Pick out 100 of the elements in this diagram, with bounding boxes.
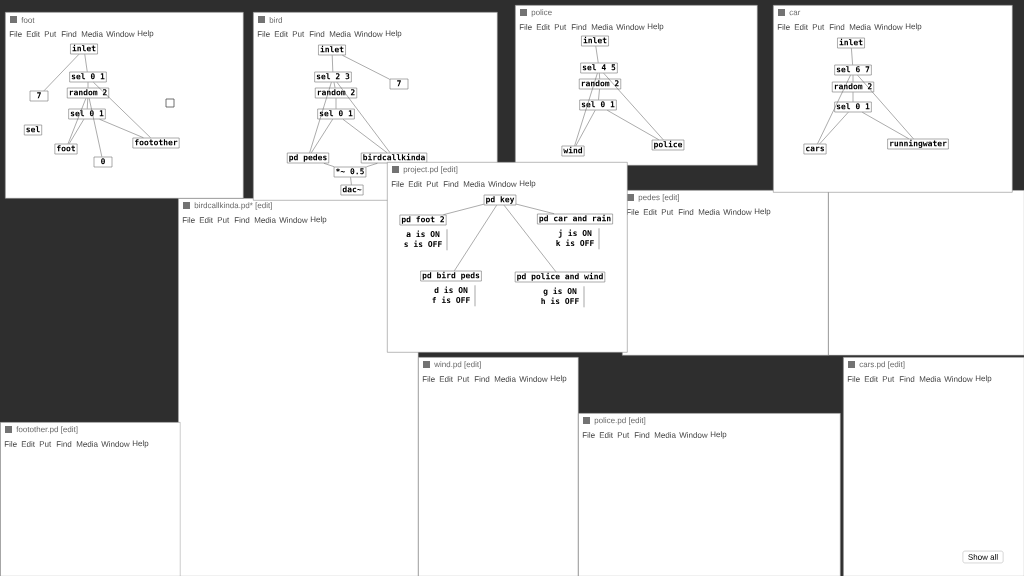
object-box: sel 0 1 [579, 99, 617, 111]
number-box: 7 [29, 90, 49, 102]
menu-item: Window [944, 376, 973, 382]
menu-item: Edit [274, 31, 288, 37]
menu-item: Media [591, 24, 613, 30]
patch-cord [598, 89, 600, 100]
menu-item: File [182, 217, 195, 223]
patch-cord [331, 55, 334, 72]
patch-cord [335, 98, 337, 109]
menu-item: Help [647, 23, 664, 31]
patch-cord [99, 119, 144, 138]
menu-item: Put [457, 376, 470, 382]
number-box: 0 [93, 156, 113, 168]
object-box: footother [132, 137, 180, 149]
menu-item: Edit [21, 441, 35, 447]
menu-item: Window [519, 376, 548, 382]
menu-item: Put [39, 441, 52, 447]
patch-cord [336, 82, 391, 153]
menu-item: Put [292, 31, 305, 37]
menu-item: Help [975, 375, 992, 383]
menu-item: Edit [199, 217, 213, 223]
menu-item: Put [661, 209, 674, 215]
patch-cord [862, 112, 909, 139]
menu-item: Window [101, 441, 130, 447]
menu-item: Put [812, 24, 825, 30]
patch-cord [852, 92, 854, 102]
menu-item: Put [426, 181, 439, 187]
menu-item: Find [56, 441, 72, 447]
menu-item: File [9, 31, 22, 37]
object-box: pd foot 2 [399, 214, 447, 226]
window [828, 190, 1024, 356]
patch-cord [595, 46, 599, 63]
object-box: cars [803, 143, 827, 155]
menu-item: Find [474, 376, 490, 382]
menu-item: File [582, 432, 595, 438]
menu-item: Help [310, 216, 327, 224]
patch-cord [574, 73, 598, 146]
menu-item: Edit [408, 181, 422, 187]
comment-text: g is ON [543, 287, 577, 296]
patch-cord [87, 98, 88, 109]
object-box: random 2 [314, 87, 358, 99]
patch-cord [516, 203, 555, 214]
menu-item: Help [550, 375, 567, 383]
object-box: sel 2 3 [314, 71, 352, 83]
patch-cord [350, 177, 352, 185]
number-box: 7 [389, 78, 409, 90]
menu-item: Media [254, 217, 276, 223]
object-box: inlet [70, 43, 98, 55]
object-box: birdcallkinda [360, 152, 428, 164]
menu-item: Help [519, 180, 536, 188]
patch-cord [817, 75, 851, 144]
object-box: random 2 [831, 81, 875, 93]
menu-item: Help [905, 23, 922, 31]
menu-item: Put [217, 217, 230, 223]
menu-item: Edit [794, 24, 808, 30]
menu-item: Find [829, 24, 845, 30]
object-box: police [651, 139, 685, 151]
object-box: pd bird peds [420, 270, 482, 282]
menu-item: Media [849, 24, 871, 30]
menu-item: Window [679, 432, 708, 438]
patch-cord [503, 205, 557, 272]
menu-item: Media [329, 31, 351, 37]
patch-cord [607, 110, 659, 140]
object-box: pd pedes [286, 152, 330, 164]
menu-item: Media [81, 31, 103, 37]
patch-cord [443, 203, 484, 215]
object-box: pd key [483, 194, 517, 206]
patch-cord [342, 119, 388, 153]
comment-text: k is OFF [556, 239, 594, 247]
patch-cord [366, 163, 378, 168]
menu-item: File [257, 31, 270, 37]
menu-item: Find [571, 24, 587, 30]
object-box: sel 6 7 [834, 64, 872, 76]
menu-item: File [391, 181, 404, 187]
object-box: inlet [837, 37, 865, 49]
object-box: sel 0 1 [317, 108, 355, 120]
menu-item: Edit [599, 432, 613, 438]
button: Show all [962, 550, 1004, 564]
object-box: random 2 [66, 87, 110, 99]
menu-item: File [422, 376, 435, 382]
comment-text: f is OFF [432, 296, 470, 304]
patch-cord [819, 112, 849, 144]
comment-text: j is ON [558, 229, 592, 238]
menu-item: Put [554, 24, 567, 30]
bang-box [165, 98, 175, 108]
patch-cord [93, 82, 151, 138]
menu-item: Edit [439, 376, 453, 382]
object-box: pd car and rain [537, 213, 613, 225]
menu-item: Find [309, 31, 325, 37]
object-box: *~ 0.5 [333, 166, 367, 178]
menu-item: Window [279, 217, 308, 223]
comment-text: d is ON [434, 286, 468, 294]
patch-cord [309, 82, 332, 153]
patch-cord [603, 73, 664, 140]
menu-item: Window [723, 209, 752, 215]
menu-item: Put [44, 31, 57, 37]
menu-item: Media [494, 376, 516, 382]
menu-item: Media [463, 181, 485, 187]
menu-item: Find [61, 31, 77, 37]
patch-cord [68, 119, 85, 144]
